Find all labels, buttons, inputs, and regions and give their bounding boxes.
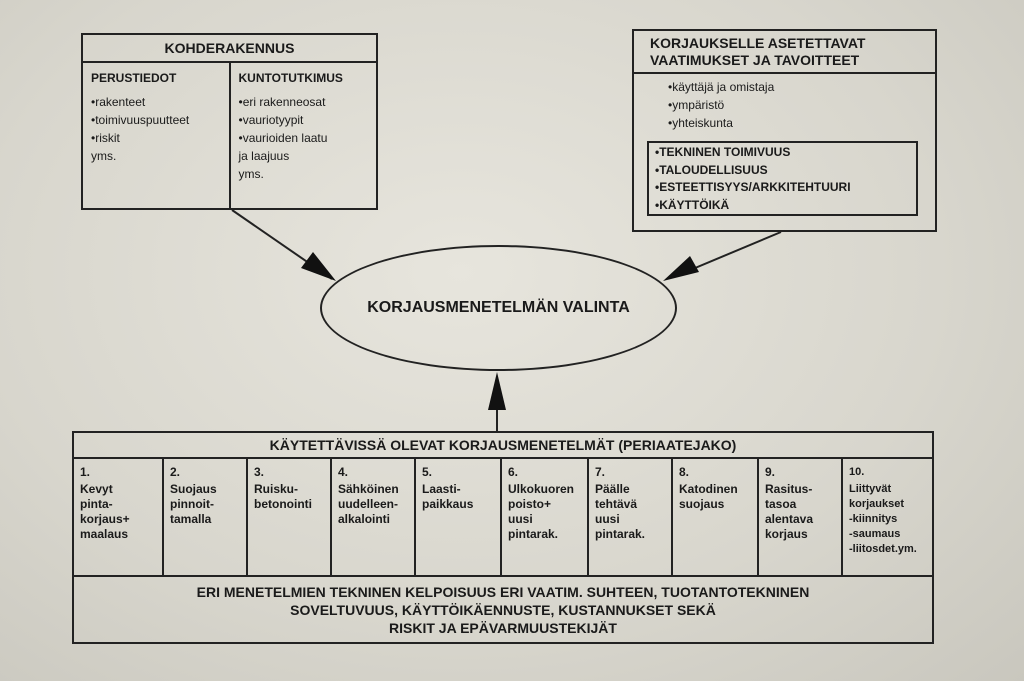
stakeholder-item: •ympäristö (668, 98, 725, 112)
condition-survey-item: •vauriotyypit (238, 113, 304, 127)
stakeholder-item: •yhteiskunta (668, 116, 733, 130)
arrowhead-left (301, 252, 336, 281)
methods-box: KÄYTETTÄVISSÄ OLEVAT KORJAUSMENETELMÄT (… (72, 431, 934, 644)
basic-info-item: •riskit yms. (91, 131, 120, 163)
target-building-title: KOHDERAKENNUS (83, 35, 376, 63)
criteria-item: •ESTEETTISYYS/ARKKITEHTUURI (655, 180, 851, 194)
basic-info-item: •rakenteet (91, 95, 146, 109)
criteria-item: •KÄYTTÖIKÄ (655, 197, 730, 212)
methods-footer: ERI MENETELMIEN TEKNINEN KELPOISUUS ERI … (196, 584, 810, 636)
method-cell: 2.Suojaus pinnoit- tamalla (162, 459, 246, 575)
decision-label: KORJAUSMENETELMÄN VALINTA (367, 299, 630, 316)
criteria-box: •TEKNINEN TOIMIVUUS •TALOUDELLISUUS •EST… (647, 141, 918, 216)
methods-title: KÄYTETTÄVISSÄ OLEVAT KORJAUSMENETELMÄT (… (74, 433, 932, 459)
method-cell: 3.Ruisku- betonointi (246, 459, 330, 575)
method-cell: 4.Sähköinen uudelleen- alkalointi (330, 459, 414, 575)
arrow-target-to-decision (231, 209, 333, 280)
stakeholder-item: •käyttäjä ja omistaja (668, 80, 775, 94)
criteria-item: •TEKNINEN TOIMIVUUS (655, 145, 791, 159)
method-cell: 9.Rasitus- tasoa alentava korjaus (757, 459, 841, 575)
method-cell: 10.Liittyvät korjaukset -kiinnitys -saum… (841, 459, 932, 575)
arrowhead-right (663, 256, 699, 281)
basic-info-item: •toimivuuspuutteet (91, 113, 190, 127)
method-cell: 8.Katodinen suojaus (671, 459, 757, 575)
arrowhead-up (488, 372, 506, 410)
requirements-title: KORJAUKSELLE ASETETTAVAT VAATIMUKSET JA … (634, 31, 935, 74)
arrow-requirements-to-decision (675, 231, 782, 277)
target-building-box: KOHDERAKENNUS PERUSTIEDOT •rakenteet •to… (81, 33, 378, 210)
basic-info-heading: PERUSTIEDOT (91, 71, 177, 85)
method-cell: 6.Ulkokuoren poisto+ uusi pintarak. (500, 459, 587, 575)
criteria-item: •TALOUDELLISUUS (655, 162, 768, 177)
condition-survey-heading: KUNTOTUTKIMUS (238, 71, 343, 85)
condition-survey-item: •eri rakenneosat (238, 95, 326, 109)
stakeholder-list: •käyttäjä ja omistaja •ympäristö •yhteis… (634, 74, 935, 132)
methods-row: 1.Kevyt pinta- korjaus+ maalaus 2.Suojau… (74, 459, 932, 577)
requirements-box: KORJAUKSELLE ASETETTAVAT VAATIMUKSET JA … (632, 29, 937, 232)
method-cell: 7.Päälle tehtävä uusi pintarak. (587, 459, 671, 575)
condition-survey-item: •vaurioiden laatu ja laajuus yms. (238, 131, 328, 181)
basic-info-column: PERUSTIEDOT •rakenteet •toimivuuspuuttee… (83, 63, 229, 210)
decision-ellipse: KORJAUSMENETELMÄN VALINTA (320, 245, 677, 371)
method-cell: 5.Laasti- paikkaus (414, 459, 500, 575)
condition-survey-column: KUNTOTUTKIMUS •eri rakenneosat •vaurioty… (228, 63, 377, 210)
method-cell: 1.Kevyt pinta- korjaus+ maalaus (80, 465, 130, 541)
